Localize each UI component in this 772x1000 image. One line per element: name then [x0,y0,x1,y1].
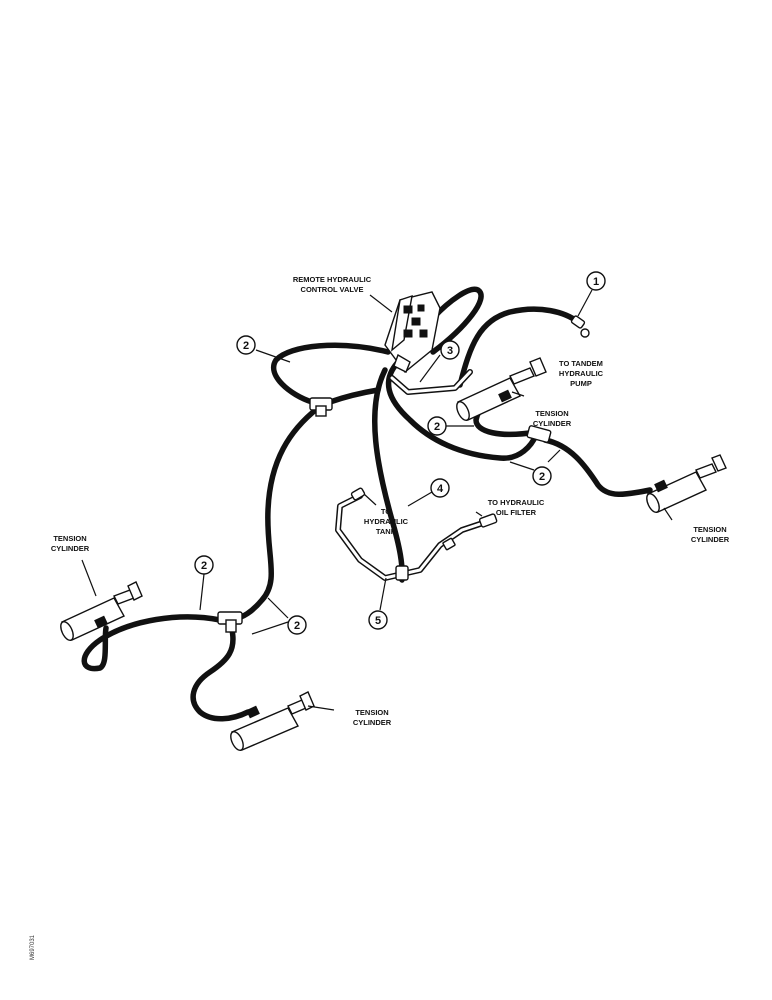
callout-2-lower-mid: 2 [287,615,307,635]
hose-left-tee-to-valve-upper [327,387,381,405]
callout-2-upper-left: 2 [236,335,256,355]
svg-text:TENSION: TENSION [693,525,726,534]
hose-valve-to-left-tee [271,342,391,405]
callout-5: 5 [368,610,388,630]
svg-text:HYDRAULIC: HYDRAULIC [364,517,409,526]
figure-id: M697031 [30,934,36,960]
callout-2-upper-mid: 2 [427,416,447,436]
svg-text:TO TANDEM: TO TANDEM [559,359,603,368]
tee-fitting-left [309,397,333,417]
hoses [81,286,653,722]
label-tension-cylinder-upper-mid: TENSION CYLINDER [533,409,572,428]
tank-fitting [350,487,366,501]
tube-fittings [350,315,590,581]
svg-text:OIL FILTER: OIL FILTER [496,508,537,517]
svg-text:CYLINDER: CYLINDER [691,535,730,544]
svg-text:4: 4 [437,483,444,495]
label-tension-cylinder-left: TENSION CYLINDER [51,534,90,553]
svg-text:2: 2 [434,421,440,433]
svg-text:REMOTE HYDRAULIC: REMOTE HYDRAULIC [293,275,372,284]
label-to-tandem-hydraulic-pump: TO TANDEM HYDRAULIC PUMP [559,359,604,388]
hose-lower-tee-to-bottom-cylinder [190,627,251,722]
callout-2-lower-left: 2 [194,555,214,575]
tank-hose-fitting [395,565,409,581]
tension-cylinder-upper-mid [456,357,547,422]
hose-valve-to-tank [371,367,405,583]
tee-fittings [217,397,552,633]
svg-text:2: 2 [539,471,545,483]
callout-2-right: 2 [532,466,552,486]
svg-text:TENSION: TENSION [53,534,86,543]
label-to-hydraulic-tank: TO HYDRAULIC TANK [364,507,409,536]
hose-valve-top-loop [430,286,484,355]
callout-3: 3 [440,340,460,360]
svg-text:1: 1 [593,276,599,288]
svg-text:TO: TO [381,507,391,516]
svg-text:TANK: TANK [376,527,397,536]
svg-text:2: 2 [294,620,300,632]
oil-filter-fitting [478,513,498,528]
tee-fitting-right [526,425,552,443]
svg-text:TO HYDRAULIC: TO HYDRAULIC [488,498,545,507]
svg-text:TENSION: TENSION [535,409,568,418]
svg-text:TENSION: TENSION [355,708,388,717]
svg-text:2: 2 [201,560,207,572]
tee-fitting-lower [217,611,243,633]
callout-1: 1 [586,271,606,291]
hose-right-tee-to-right-cylinder [542,437,653,497]
svg-text:CYLINDER: CYLINDER [51,544,90,553]
svg-text:5: 5 [375,615,381,627]
svg-text:2: 2 [243,340,249,352]
label-tension-cylinder-right: TENSION CYLINDER [691,525,730,544]
svg-text:CYLINDER: CYLINDER [353,718,392,727]
tension-cylinder-bottom [230,691,315,752]
remote-hydraulic-control-valve [384,291,441,374]
hose-tee-to-upper-cylinder [385,357,539,461]
svg-text:HYDRAULIC: HYDRAULIC [559,369,604,378]
callout-4: 4 [430,478,450,498]
tube-tank-line [335,493,489,581]
leader-lines [81,289,673,711]
label-to-hydraulic-oil-filter: TO HYDRAULIC OIL FILTER [488,498,545,517]
steel-tubes [335,369,489,581]
label-remote-hydraulic-control-valve: REMOTE HYDRAULIC CONTROL VALVE [293,275,372,294]
svg-text:CONTROL VALVE: CONTROL VALVE [301,285,364,294]
hose-lower-tee-to-left-cylinder [81,614,223,672]
pump-fitting [570,315,586,329]
label-tension-cylinder-bottom: TENSION CYLINDER [353,708,392,727]
hose-left-tee-to-lower-tee [233,405,321,621]
tension-cylinder-left [60,581,143,642]
svg-text:3: 3 [447,345,453,357]
svg-text:PUMP: PUMP [570,379,592,388]
hose-pump-line [457,306,581,388]
tension-cylinder-right [646,454,727,514]
svg-text:CYLINDER: CYLINDER [533,419,572,428]
